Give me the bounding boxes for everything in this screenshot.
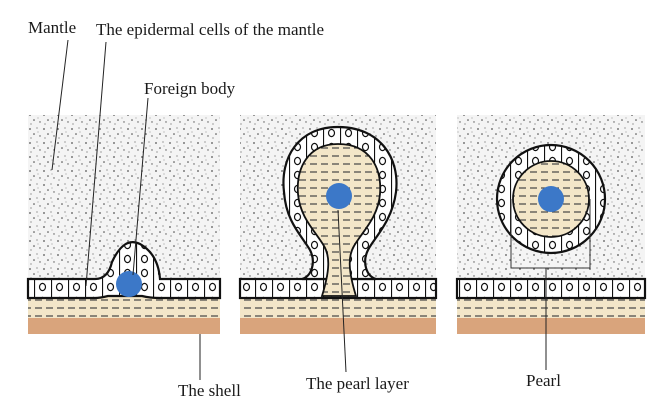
- nacre-layer: [457, 296, 645, 318]
- label-pearl: Pearl: [526, 371, 561, 390]
- label-foreign-body: Foreign body: [144, 79, 236, 98]
- nacre-layer: [240, 296, 436, 318]
- foreign-body: [326, 183, 352, 209]
- label-mantle: Mantle: [28, 18, 76, 37]
- label-epidermal-cells: The epidermal cells of the mantle: [96, 20, 324, 39]
- panel-pearl-sac-closed: [457, 115, 645, 334]
- nacre-layer: [28, 296, 220, 318]
- shell-layer: [457, 318, 645, 334]
- panel-sac-forming: [240, 115, 436, 334]
- label-pearl-layer: The pearl layer: [306, 374, 409, 393]
- foreign-body: [538, 186, 564, 212]
- shell-layer: [28, 318, 220, 334]
- foreign-body: [116, 271, 142, 297]
- shell-layer: [240, 318, 436, 334]
- epidermal-cell-layer: [457, 279, 645, 298]
- label-shell: The shell: [178, 381, 241, 398]
- panel-foreign-body-contact: [28, 115, 220, 334]
